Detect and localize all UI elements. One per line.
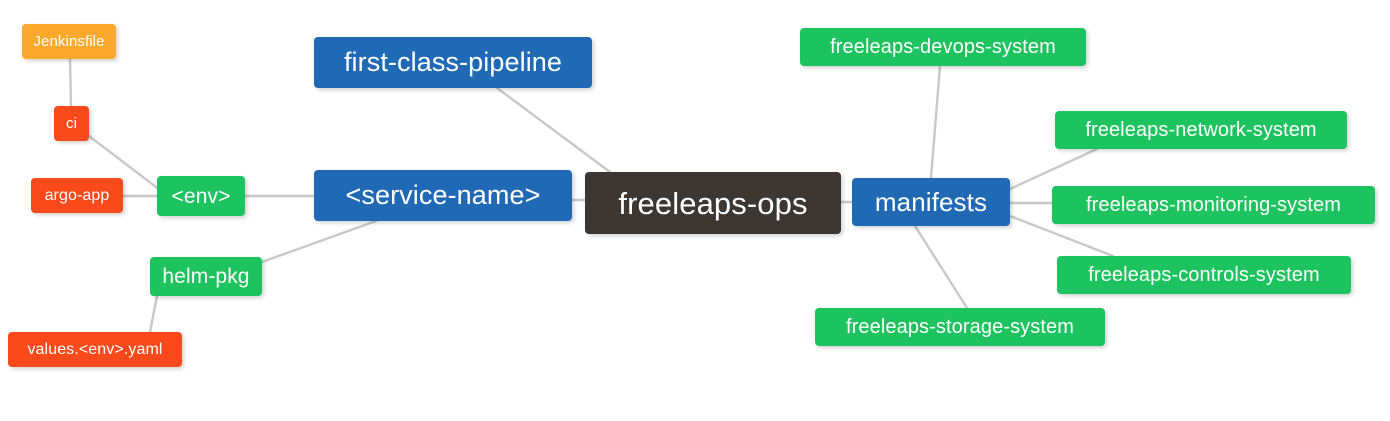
edge-manifests-storage [913,224,969,310]
node-freeleaps-ops[interactable]: freeleaps-ops [585,172,841,234]
node-freeleaps-monitoring-system[interactable]: freeleaps-monitoring-system [1052,186,1375,224]
node-label-freeleaps-devops-system: freeleaps-devops-system [830,36,1056,58]
node-ci[interactable]: ci [54,106,89,141]
node-label-freeleaps-network-system: freeleaps-network-system [1085,119,1317,141]
node-label-argo-app: argo-app [44,186,110,204]
node-argo-app[interactable]: argo-app [31,178,123,213]
edge-firstclass-ops [495,86,612,174]
node-helm-pkg[interactable]: helm-pkg [150,257,262,296]
node-values-yaml[interactable]: values.<env>.yaml [8,332,182,367]
node-freeleaps-devops-system[interactable]: freeleaps-devops-system [800,28,1086,66]
node-service-name[interactable]: <service-name> [314,170,572,221]
edge-valuesyaml-helmpkg [148,294,159,334]
node-jenkinsfile[interactable]: Jenkinsfile [22,24,116,59]
node-label-env: <env> [171,184,231,208]
node-first-class-pipeline[interactable]: first-class-pipeline [314,37,592,88]
node-freeleaps-network-system[interactable]: freeleaps-network-system [1055,111,1347,149]
node-label-manifests: manifests [874,187,988,217]
node-manifests[interactable]: manifests [852,178,1010,226]
edge-jenkinsfile-ci [68,57,73,108]
node-label-first-class-pipeline: first-class-pipeline [343,47,563,77]
node-label-ci: ci [65,115,78,132]
node-label-freeleaps-storage-system: freeleaps-storage-system [845,316,1075,338]
node-label-helm-pkg: helm-pkg [162,265,250,288]
node-label-service-name: <service-name> [345,180,541,210]
edge-manifests-network [1008,147,1099,191]
node-label-values-yaml: values.<env>.yaml [27,340,163,358]
node-freeleaps-controls-system[interactable]: freeleaps-controls-system [1057,256,1351,294]
node-env[interactable]: <env> [157,176,245,216]
node-label-freeleaps-ops: freeleaps-ops [618,185,808,221]
edge-manifests-devops [929,64,942,180]
edge-helmpkg-servicename [260,219,378,264]
node-freeleaps-storage-system[interactable]: freeleaps-storage-system [815,308,1105,346]
node-label-jenkinsfile: Jenkinsfile [33,33,105,50]
node-label-freeleaps-controls-system: freeleaps-controls-system [1088,264,1320,286]
node-label-freeleaps-monitoring-system: freeleaps-monitoring-system [1085,194,1341,216]
